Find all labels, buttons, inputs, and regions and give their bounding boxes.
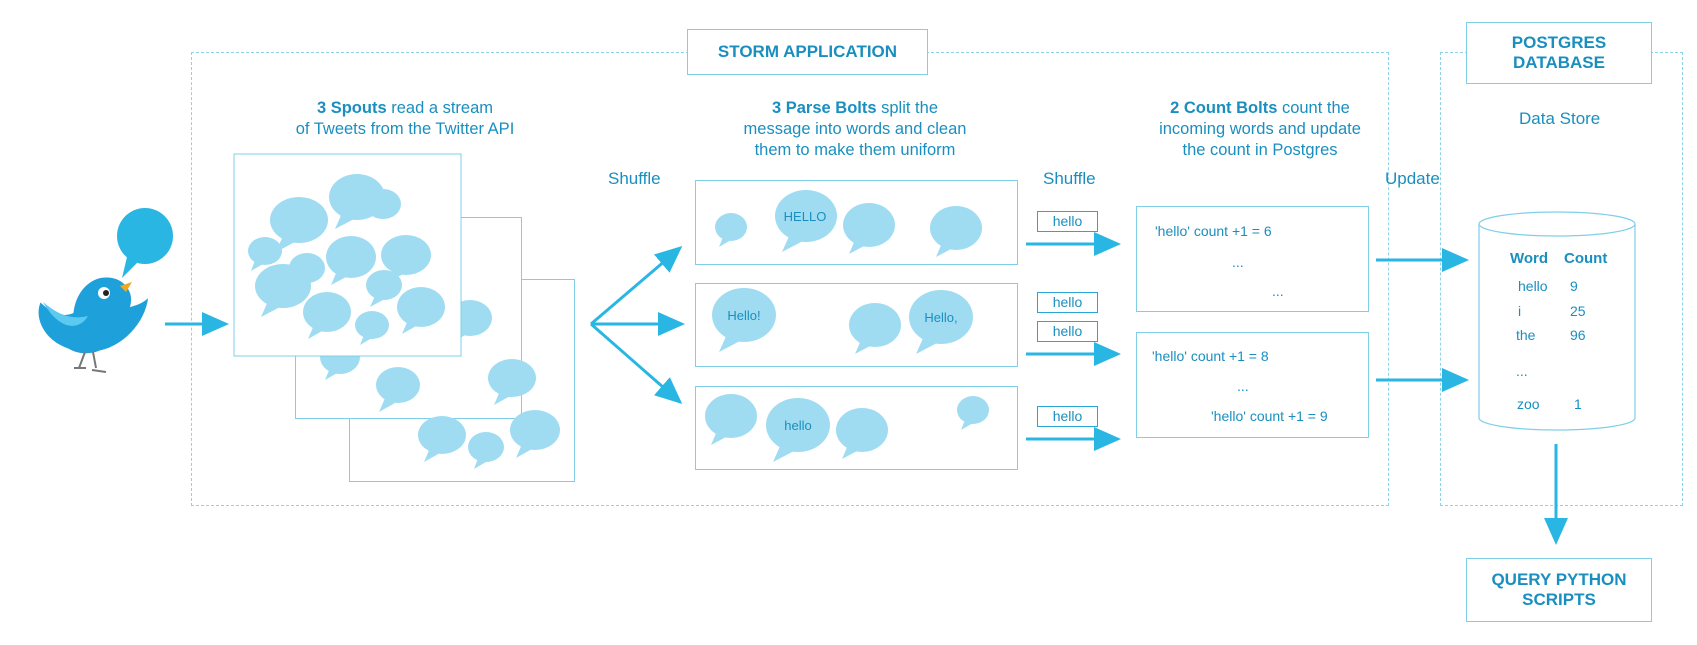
db-cell-word: zoo: [1517, 396, 1540, 412]
count-bolt-1-line-3: ...: [1272, 283, 1284, 299]
data-store-label: Data Store: [1519, 109, 1601, 128]
database-cylinder-icon: [1478, 211, 1636, 431]
twitter-bird-icon: [35, 208, 173, 373]
flow-arrows: [165, 232, 1568, 545]
count-bolt-2-line-2: ...: [1237, 378, 1249, 394]
shuffle-label-1: Shuffle: [608, 169, 661, 188]
bubble-text-hello-excl: Hello!: [727, 308, 760, 323]
spout-front-bubbles: [248, 174, 445, 345]
parse-bolts-caption: 3 Parse Bolts split the message into wor…: [743, 99, 967, 159]
arrow-spouts-to-parse-1: [590, 246, 683, 326]
count-bolt-2-line-3: 'hello' count +1 = 9: [1211, 408, 1328, 424]
db-cell-count: 25: [1570, 303, 1586, 319]
db-header-word: Word: [1510, 250, 1549, 267]
word-tag: hello: [1037, 211, 1098, 232]
db-cell-word: hello: [1518, 278, 1548, 294]
bubble-text-hello-comma: Hello,: [924, 310, 957, 325]
count-bolts-caption: 2 Count Bolts count the incoming words a…: [1159, 99, 1361, 159]
db-cell-word: ...: [1516, 363, 1528, 379]
parse-bubbles-row-2: [712, 288, 973, 354]
update-label: Update: [1385, 169, 1440, 188]
count-bolt-panel-1: [1136, 206, 1369, 312]
db-cell-count: 9: [1570, 278, 1578, 294]
shuffle-label-2: Shuffle: [1043, 169, 1096, 188]
word-tag: hello: [1037, 292, 1098, 313]
word-tag: hello: [1037, 321, 1098, 342]
bubble-text-hello-caps: HELLO: [784, 209, 827, 224]
db-cell-count: 96: [1570, 327, 1586, 343]
count-bolt-panel-2: [1136, 332, 1369, 438]
parse-bubbles-row-1: [715, 190, 982, 257]
db-cell-count: 1: [1574, 396, 1582, 412]
count-bolt-1-line-1: 'hello' count +1 = 6: [1155, 223, 1272, 239]
arrow-spouts-to-parse-3: [590, 322, 683, 404]
spouts-caption: 3 Spouts read a stream of Tweets from th…: [295, 99, 515, 138]
db-cell-word: the: [1516, 327, 1536, 343]
storm-application-title: STORM APPLICATION: [687, 29, 928, 75]
bubble-text-hello-lower: hello: [784, 418, 811, 433]
count-bolt-1-line-2: ...: [1232, 254, 1244, 270]
parse-bubbles-row-3: [705, 394, 989, 462]
word-tag: hello: [1037, 406, 1098, 427]
db-header-count: Count: [1564, 250, 1608, 267]
count-bolt-2-line-1: 'hello' count +1 = 8: [1152, 348, 1269, 364]
db-cell-word: i: [1518, 303, 1522, 319]
